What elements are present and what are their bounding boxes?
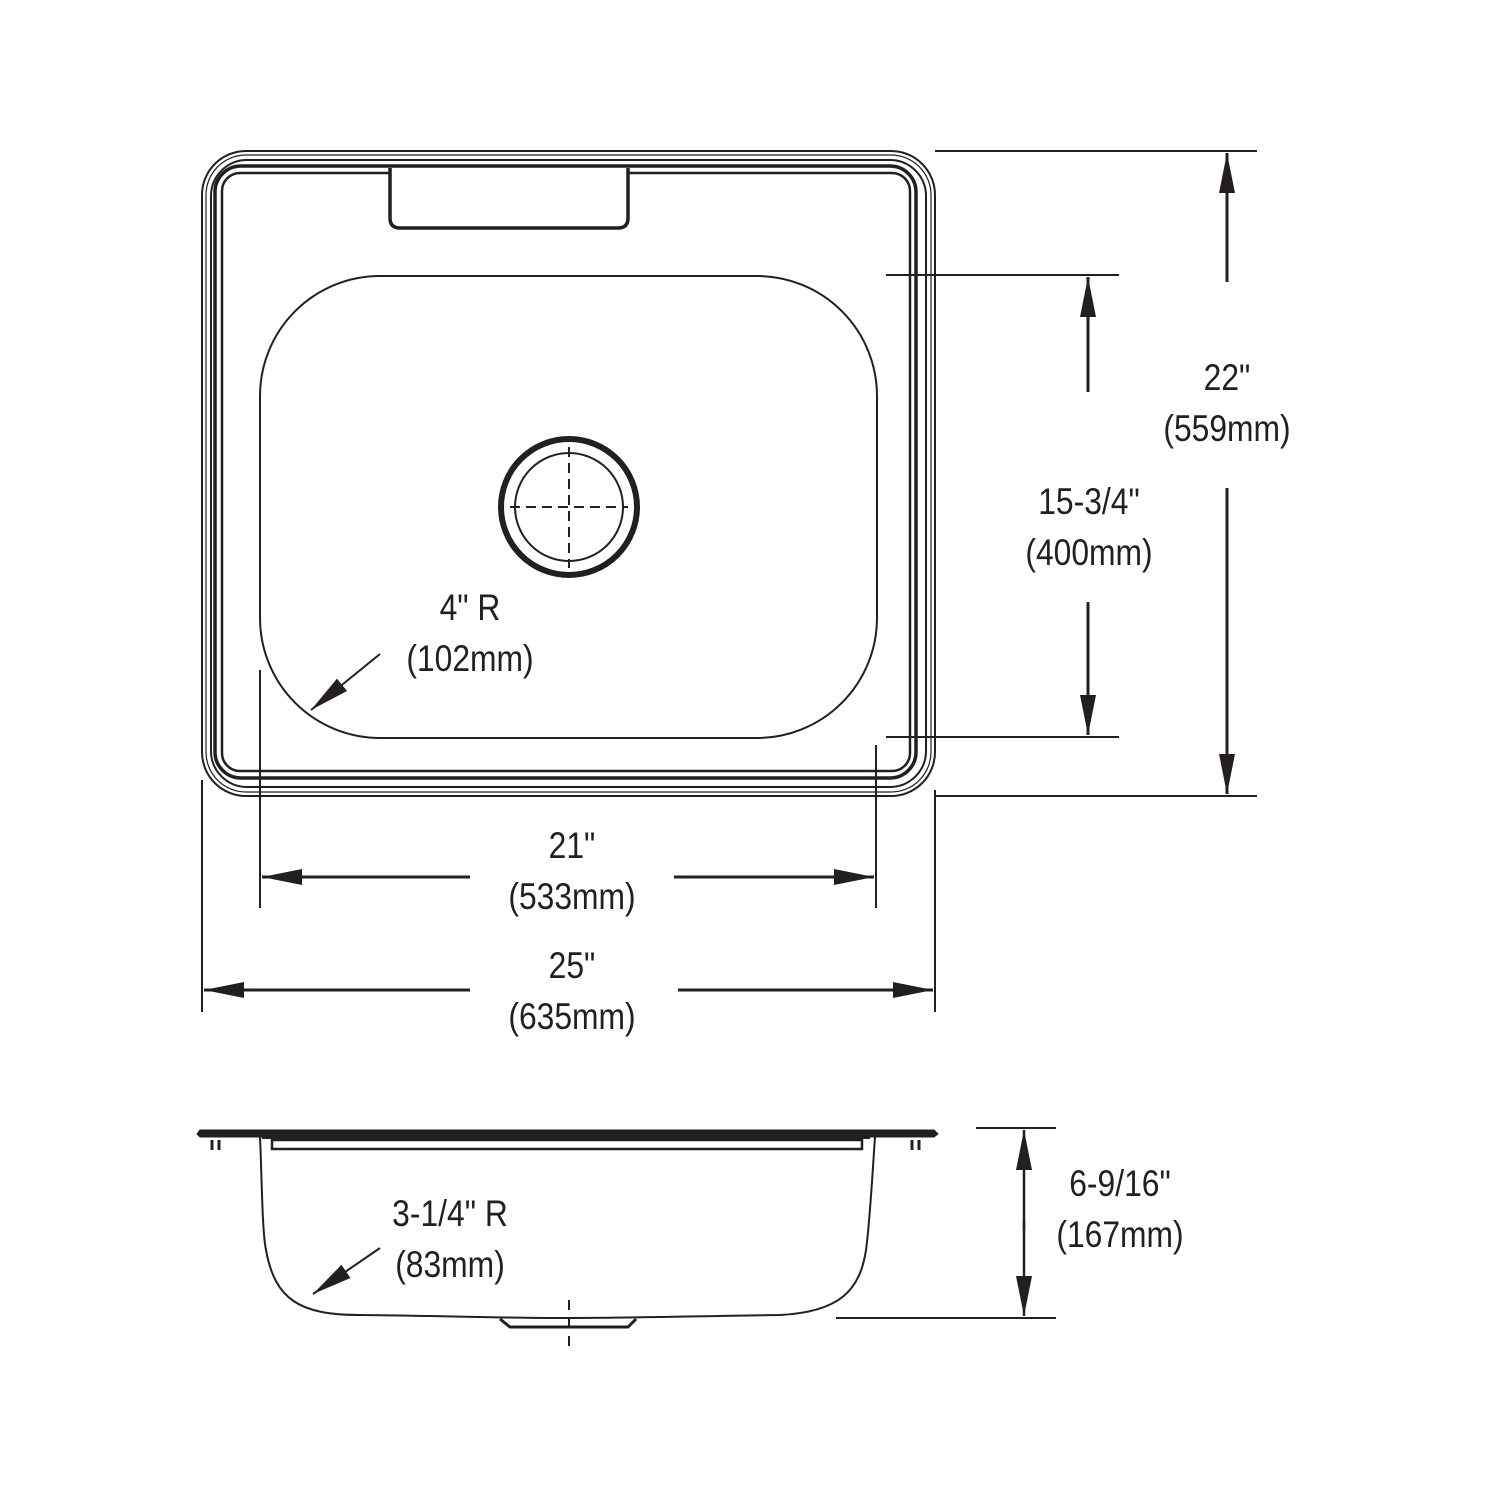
bottom-radius-metric: (83mm) bbox=[395, 1244, 505, 1285]
sink-deck-inner bbox=[213, 164, 918, 780]
depth-metric: (167mm) bbox=[1056, 1214, 1184, 1255]
depth-imperial: 6-9/16" bbox=[1069, 1163, 1171, 1204]
bottom-radius-imperial: 3-1/4" R bbox=[392, 1193, 508, 1234]
overall-length-label: 25" (635mm) bbox=[484, 940, 659, 1042]
sink-rim-outer bbox=[201, 150, 936, 797]
overall-width-label: 22" (559mm) bbox=[1150, 352, 1305, 454]
faucet-ledge bbox=[388, 168, 630, 230]
bottom-radius-label: 3-1/4" R (83mm) bbox=[373, 1188, 528, 1290]
inner-width-metric: (400mm) bbox=[1025, 532, 1153, 573]
drain bbox=[498, 436, 640, 578]
overall-length-metric: (635mm) bbox=[508, 996, 636, 1037]
bowl-radius-leader bbox=[310, 653, 381, 711]
bowl-radius-metric: (102mm) bbox=[406, 638, 534, 679]
bowl-radius-imperial: 4" R bbox=[439, 587, 501, 628]
overall-width-imperial: 22" bbox=[1203, 357, 1251, 398]
sink-side-profile bbox=[196, 1129, 939, 1350]
sink-bowl bbox=[259, 275, 878, 739]
inner-width-label: 15-3/4" (400mm) bbox=[1012, 476, 1165, 578]
overall-width-metric: (559mm) bbox=[1163, 408, 1291, 449]
bowl-radius-label: 4" R (102mm) bbox=[393, 582, 548, 684]
inner-length-imperial: 21" bbox=[548, 825, 596, 866]
overall-length-imperial: 25" bbox=[548, 945, 596, 986]
bottom-radius-leader bbox=[312, 1247, 381, 1295]
inner-length-label: 21" (533mm) bbox=[484, 820, 659, 922]
depth-label: 6-9/16" (167mm) bbox=[1043, 1158, 1198, 1260]
inner-length-metric: (533mm) bbox=[508, 876, 636, 917]
inner-width-imperial: 15-3/4" bbox=[1038, 481, 1140, 522]
